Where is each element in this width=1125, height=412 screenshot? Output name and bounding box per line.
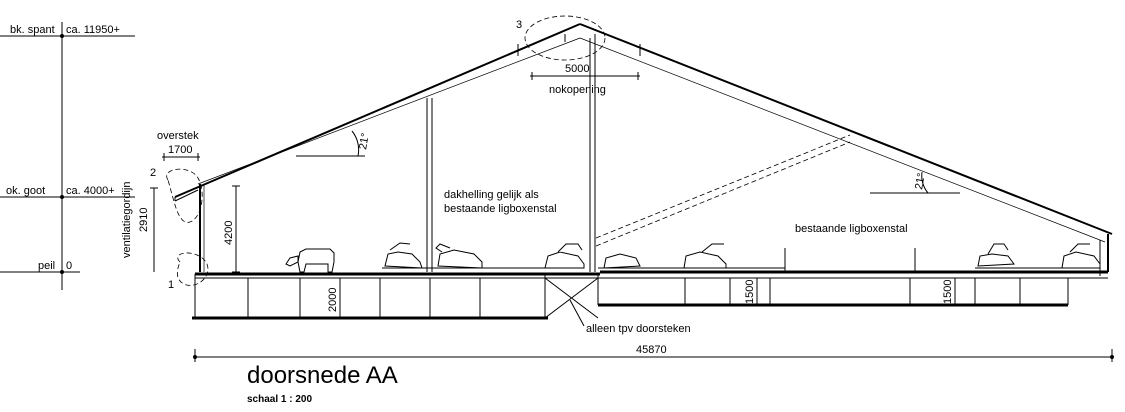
ridge-opening-dimension: 5000 nokopening [530, 63, 640, 96]
ridge-level-value: ca. 11950+ [66, 24, 120, 36]
pit-depth-dimension: 2000 [327, 277, 344, 319]
note-slope-line1: dakhelling gelijk als [444, 189, 539, 201]
pit-depth-right-a-value: 1500 [744, 280, 756, 304]
cow-lying-7 [1061, 243, 1101, 269]
floor-level-value: 0 [66, 260, 72, 272]
drawing-scale: schaal 1 : 200 [247, 394, 312, 405]
callout-3: 3 [516, 15, 606, 61]
cow-lying-2 [435, 243, 483, 269]
cow-lying-5 [683, 243, 727, 269]
total-length-value: 45870 [636, 344, 667, 356]
note-existing-barn: bestaande ligboxenstal [795, 223, 908, 235]
ridge-opening-value: 5000 [565, 63, 589, 75]
note-passage-text: alleen tpv doorsteken [586, 323, 691, 335]
cow-lying-3 [544, 243, 585, 269]
floor-and-pits [192, 248, 1108, 320]
note-slope-line2: bestaande ligboxenstal [444, 203, 557, 215]
roof-angle-left-value: 21° [357, 132, 372, 150]
eave-level-value: ca. 4000+ [66, 185, 115, 197]
overhang-value: 1700 [168, 144, 192, 156]
structure [199, 38, 1109, 276]
cow-standing [285, 248, 335, 273]
cow-lying-4 [603, 253, 641, 269]
level-axis: bk. spant ca. 11950+ ok. goot ca. 4000+ … [0, 22, 135, 290]
pit-depth-right-b-dimension: 1500 [942, 277, 959, 306]
existing-roof-dashed [595, 134, 851, 247]
note-passage: alleen tpv doorsteken [569, 299, 691, 335]
roof-angle-left: 21° [296, 130, 372, 157]
wall-height-dimension: 4200 [223, 185, 240, 273]
curtain-dimension: ventilatiegordijn 2910 [121, 182, 158, 272]
curtain-value: 2910 [138, 208, 150, 232]
callout-1-label: 1 [168, 279, 174, 291]
roof [174, 23, 1113, 243]
callout-2-label: 2 [150, 167, 156, 179]
callout-1: 1 [168, 252, 209, 291]
cow-lying-1 [384, 242, 423, 269]
roof-angle-right-value: 21° [913, 172, 928, 190]
cow-lying-6 [977, 243, 1015, 267]
drawing-title: doorsnede AA [247, 362, 398, 389]
pit-depth-right-b-value: 1500 [942, 280, 954, 304]
overhang-label: overstek [157, 130, 199, 142]
pit-depth-value: 2000 [327, 288, 339, 312]
callout-3-label: 3 [516, 19, 522, 31]
floor-level-label: peil [38, 260, 55, 272]
pit-depth-right-a-dimension: 1500 [744, 277, 761, 306]
total-length-dimension: 45870 [193, 344, 1114, 362]
curtain-label: ventilatiegordijn [121, 182, 133, 258]
ridge-opening-label: nokopening [549, 84, 606, 96]
eave-level-label: ok. goot [6, 185, 45, 197]
roof-angle-right: 21° [870, 171, 960, 194]
wall-height-value: 4200 [223, 221, 235, 245]
callout-2: 2 [150, 167, 203, 223]
overhang-dimension: overstek 1700 [157, 130, 200, 161]
ridge-level-label: bk. spant [10, 24, 55, 36]
